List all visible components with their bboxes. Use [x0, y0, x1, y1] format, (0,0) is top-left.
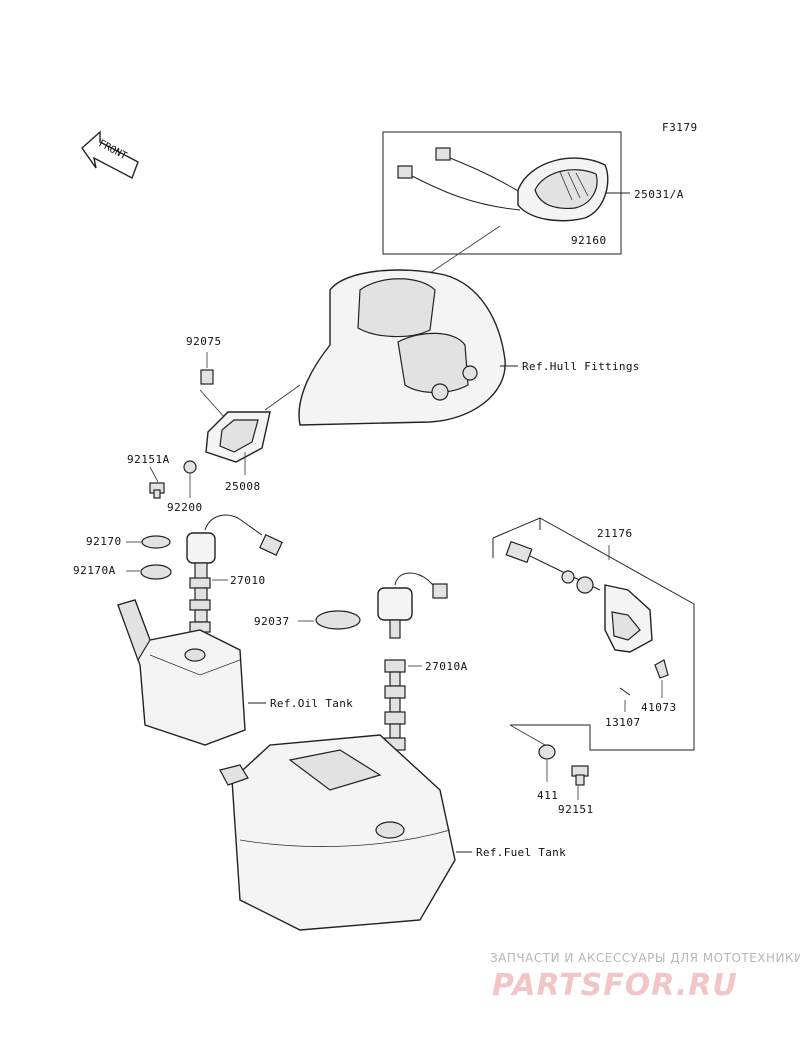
watermark-brand: PARTSFOR.RU: [492, 968, 738, 1003]
ref-fuel-tank: Ref.Fuel Tank: [476, 846, 566, 859]
speedometer-unit: [517, 157, 609, 222]
washer-92200: [183, 460, 197, 474]
clip-92075: [200, 369, 214, 385]
label-92037: 92037: [254, 615, 290, 628]
front-arrow-icon: FRONT: [81, 130, 139, 179]
label-92151A: 92151A: [127, 453, 170, 466]
bolt-92151A: [149, 482, 165, 499]
label-92151: 92151: [558, 803, 594, 816]
clamp-92170: [141, 535, 171, 549]
label-92160: 92160: [571, 234, 607, 247]
switch-assembly: [492, 517, 695, 751]
label-21176: 21176: [597, 527, 633, 540]
hull-fitting-cover: Ref.Hull Fittings: [264, 269, 640, 426]
figure-code: F3179: [662, 121, 698, 134]
clamp-92170A: [140, 564, 172, 580]
fuel-level-sensor: [377, 572, 448, 751]
label-92170: 92170: [86, 535, 122, 548]
meter-connector-1: [397, 165, 413, 179]
fuel-tank: [219, 734, 456, 931]
bracket-25008: [205, 411, 271, 463]
label-92200: 92200: [167, 501, 203, 514]
meter-assembly: 25031/A 92160: [382, 131, 684, 301]
meter-connector-2: [435, 147, 451, 161]
label-25008: 25008: [225, 480, 261, 493]
clamp-92037: [315, 610, 361, 630]
label-41073: 41073: [641, 701, 677, 714]
label-25031A: 25031/A: [634, 188, 684, 201]
clip-41073: [654, 659, 669, 679]
label-411: 411: [537, 789, 558, 802]
ref-oil-tank: Ref.Oil Tank: [270, 697, 353, 710]
label-27010A: 27010A: [425, 660, 468, 673]
pin-13107: [619, 687, 631, 696]
washer-411: [538, 744, 556, 760]
label-92075: 92075: [186, 335, 222, 348]
label-13107: 13107: [605, 716, 641, 729]
oil-level-sensor: [186, 514, 283, 633]
bolt-92151: [571, 765, 589, 786]
label-92170A: 92170A: [73, 564, 116, 577]
ref-hull-fittings: Ref.Hull Fittings: [522, 360, 640, 373]
label-27010: 27010: [230, 574, 266, 587]
watermark-tagline: ЗАПЧАСТИ И АКСЕССУАРЫ ДЛЯ МОТОТЕХНИКИ: [490, 951, 800, 965]
oil-tank: [117, 599, 246, 746]
